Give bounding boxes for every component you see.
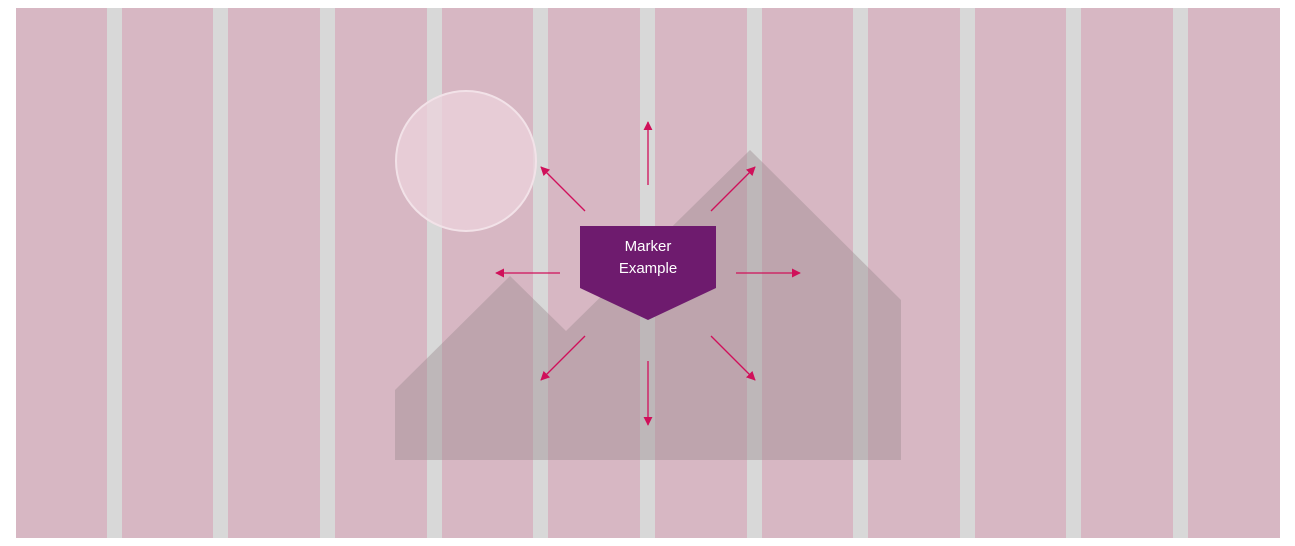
arrow-down-right-icon <box>710 335 756 381</box>
arrow-up-right-icon <box>710 166 756 212</box>
map-illustration <box>395 90 901 460</box>
grid-gutter <box>960 8 975 538</box>
arrow-up-left-icon <box>540 166 586 212</box>
grid-gutter <box>853 8 868 538</box>
grid-gutter <box>320 8 335 538</box>
marker-label-line2: Example <box>618 260 678 277</box>
canvas-frame: Marker Example <box>16 8 1280 538</box>
sun-shape <box>395 90 537 232</box>
grid-gutter <box>1066 8 1081 538</box>
marker-pin[interactable] <box>580 226 716 320</box>
marker-label-line1: Marker <box>624 238 672 255</box>
marker-label: Marker Example <box>580 236 716 280</box>
arrow-down-left-icon <box>540 335 586 381</box>
grid-gutter <box>213 8 228 538</box>
grid-gutter <box>107 8 122 538</box>
grid-gutter <box>1173 8 1188 538</box>
